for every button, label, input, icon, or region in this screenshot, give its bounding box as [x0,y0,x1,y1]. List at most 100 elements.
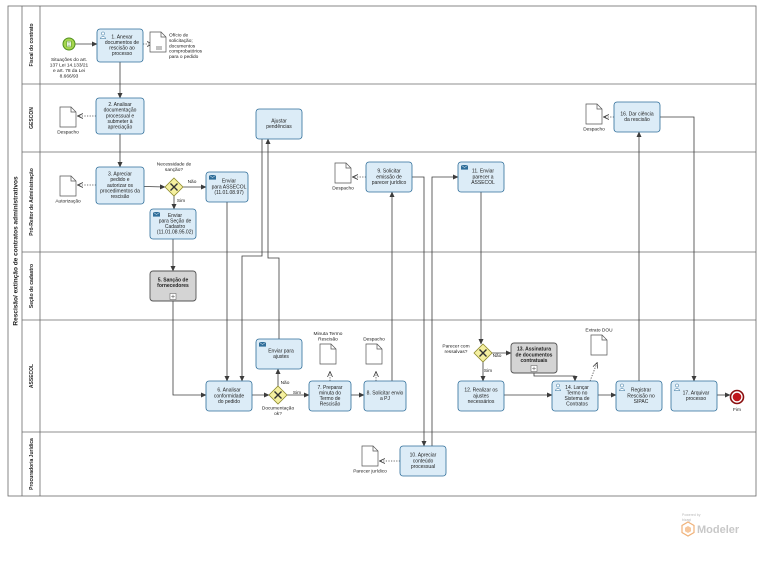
user-icon [99,31,107,39]
flow-pend-t6 [239,139,263,382]
document-icon [149,31,167,53]
expand-marker-icon[interactable] [169,293,177,300]
document-label: Extrato DOU [585,327,613,333]
lane-title-proreitor: Pró-Reitor de Administração [29,168,35,236]
document-icon [590,334,608,356]
user-icon [618,383,626,391]
lane-title-cadastro: Seção de cadastro [29,264,35,308]
document-d_extrato: Extrato DOU [585,327,613,356]
flow-t9-t10 [412,176,427,447]
end-event[interactable]: Fim [729,389,745,414]
send-message-icon [208,174,217,180]
flow-s5-t6 [172,301,207,398]
assoc-t14-extrato [589,363,597,382]
send-message-icon [258,341,267,347]
logo-brand-text: bizagi [682,518,691,522]
document-label: Parecer jurídico [353,468,387,474]
document-icon [59,175,77,197]
flow-label-sim: Sim [177,198,185,204]
logo-hex-icon [681,521,695,537]
lane-title-procuradoria: Procuradoria Jurídica [29,438,35,490]
flow-label-nao: Não [493,353,502,359]
pool [7,5,757,497]
flow-t16-t17 [660,116,697,382]
document-icon [361,445,379,467]
logo-product-text: Modeler [697,524,740,536]
document-label: Autorização [55,198,81,204]
document-d_desp8: Despacho [363,336,385,365]
end-event-label: Fim [733,407,741,413]
exclusive-x-icon [274,391,282,399]
user-icon [554,383,562,391]
document-d_desp16: Despacho [583,103,605,132]
collection-marker-icon [156,46,162,50]
document-d_desp9: Despacho [332,162,354,191]
document-icon [585,103,603,125]
document-label: Despacho [363,336,385,342]
flow-s13-t14 [533,373,578,382]
exclusive-x-icon [170,183,178,191]
document-d_parecer: Parecer jurídico [353,445,387,474]
pool-title: Rescisão/ extinção de contratos administ… [12,176,19,326]
document-icon [365,343,383,365]
exclusive-x-icon [479,349,487,357]
document-label: Despacho [583,126,605,132]
document-d_aut: Autorização [55,175,81,204]
expand-marker-icon[interactable] [530,365,538,372]
document-label: Despacho [57,129,79,135]
flow-label-nao: Não [188,179,197,185]
send-message-icon [460,164,469,170]
document-icon [319,343,337,365]
send-message-icon [152,211,161,217]
lane-title-fiscal: Fiscal do contrato [29,23,35,66]
document-d_desp_g: Despacho [57,106,79,135]
flow-label-nao: Não [281,380,290,386]
